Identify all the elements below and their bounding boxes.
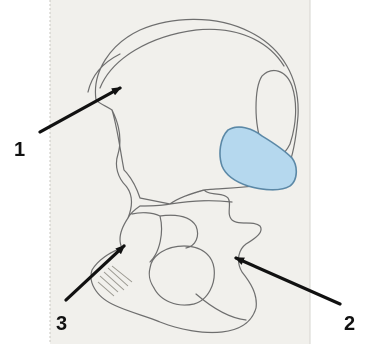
label-2: 2 <box>344 313 355 335</box>
label-3: 3 <box>56 313 67 335</box>
label-1: 1 <box>14 139 25 161</box>
